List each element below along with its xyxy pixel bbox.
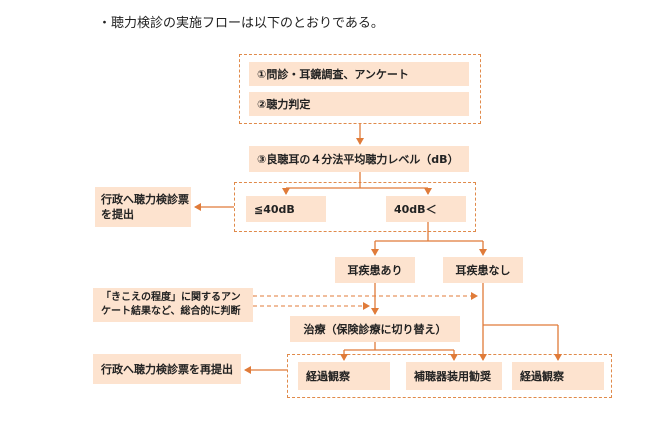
step-interview-box: ①問診・耳鏡調査、アンケート xyxy=(249,62,469,86)
step-hearing-level-box: ③良聴耳の４分法平均聴力レベル（dB） xyxy=(249,146,469,172)
intro-text: ・聴力検診の実施フローは以下のとおりである。 xyxy=(98,16,384,31)
group-threshold xyxy=(234,182,476,232)
no-ear-disease-box: 耳疾患なし xyxy=(443,257,523,283)
report-to-government-box: 行政へ聴力検診票 を提出 xyxy=(95,187,191,227)
group-screening-steps xyxy=(239,54,481,124)
hearing-aid-box: 補聴器装用勧奨 xyxy=(406,362,502,390)
report1-line2: を提出 xyxy=(101,208,134,221)
follow-up-box-2: 経過観察 xyxy=(512,362,604,390)
threshold-gt40-box: 40dB＜ xyxy=(386,196,466,222)
survey-note-box: 「きこえの程度」に関するアンケート結果など、総合的に判断 xyxy=(93,288,253,322)
step-hearing-judgment-box: ②聴力判定 xyxy=(249,92,469,116)
threshold-le40-box: ≦40dB xyxy=(246,196,326,222)
resubmit-report-box: 行政へ聴力検診票を再提出 xyxy=(93,354,241,384)
treatment-box: 治療（保険診療に切り替え） xyxy=(290,316,460,342)
with-ear-disease-box: 耳疾患あり xyxy=(335,257,415,283)
follow-up-box-1: 経過観察 xyxy=(298,362,390,390)
report1-line1: 行政へ聴力検診票 xyxy=(101,193,189,206)
group-outcomes xyxy=(287,354,612,398)
